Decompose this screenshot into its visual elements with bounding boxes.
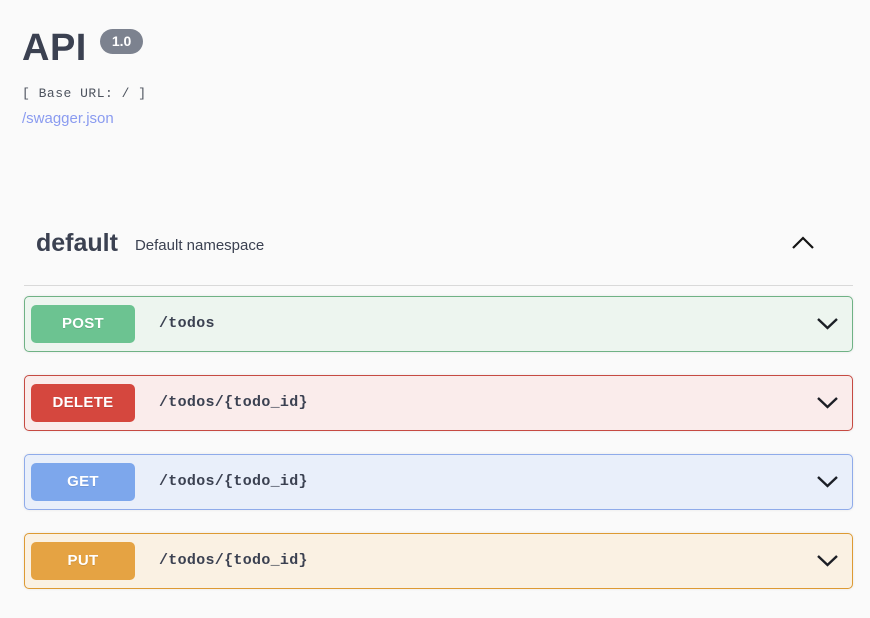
swagger-page: API 1.0 [ Base URL: / ] /swagger.json de…: [22, 0, 853, 589]
operation-path: /todos/{todo_id}: [159, 394, 308, 412]
api-info-header: API 1.0 [ Base URL: / ] /swagger.json: [22, 0, 853, 128]
operations-list: POST /todos DELETE /todos/{todo_id} GET …: [24, 295, 853, 589]
chevron-down-icon[interactable]: [816, 554, 852, 567]
operation-path: /todos/{todo_id}: [159, 473, 308, 491]
method-badge: DELETE: [31, 383, 135, 422]
base-url-label: [ Base URL: / ]: [22, 85, 147, 101]
method-badge: POST: [31, 304, 135, 343]
operation-path: /todos: [159, 315, 215, 333]
operation-row-delete-todo[interactable]: DELETE /todos/{todo_id}: [24, 374, 853, 431]
namespace-section-header[interactable]: default Default namespace: [24, 229, 853, 286]
chevron-down-icon[interactable]: [816, 475, 852, 488]
chevron-up-icon[interactable]: [791, 236, 815, 250]
version-badge: 1.0: [99, 29, 144, 55]
api-title-row: API 1.0: [22, 26, 853, 72]
operation-path: /todos/{todo_id}: [159, 552, 308, 570]
chevron-down-icon[interactable]: [816, 396, 852, 409]
method-badge: PUT: [31, 541, 135, 580]
method-badge: GET: [31, 462, 135, 501]
page-title: API: [22, 27, 87, 69]
namespace-name: default: [36, 228, 118, 257]
swagger-json-link[interactable]: /swagger.json: [22, 109, 114, 127]
namespace-description: Default namespace: [134, 237, 265, 255]
chevron-down-icon[interactable]: [816, 317, 852, 330]
operation-row-get-todo[interactable]: GET /todos/{todo_id}: [24, 453, 853, 510]
operation-row-post-todos[interactable]: POST /todos: [24, 295, 853, 352]
operation-row-put-todo[interactable]: PUT /todos/{todo_id}: [24, 532, 853, 589]
